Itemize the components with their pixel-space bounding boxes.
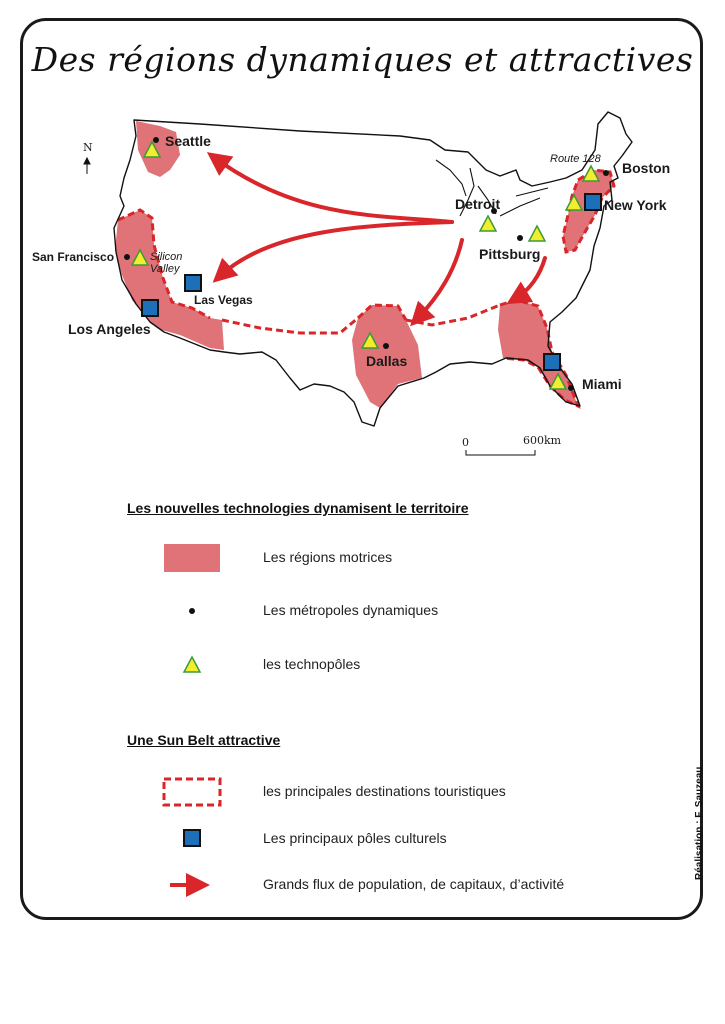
- legend-destinations: les principales destinations touristique…: [263, 783, 506, 799]
- technopole-silicon-valley: [130, 248, 150, 266]
- flow-to-texas: [410, 238, 464, 327]
- technopole-detroit: [478, 214, 498, 232]
- legend-regions-motrices: Les régions motrices: [263, 549, 393, 565]
- metro-dallas-dot: [383, 343, 389, 349]
- flow-to-seattle: [206, 152, 454, 224]
- legend-technopole-triangle: [182, 655, 202, 673]
- scale-zero: 0: [462, 436, 469, 449]
- label-new-york: New York: [604, 197, 667, 213]
- culture-los-angeles: [141, 299, 159, 317]
- tourism-florida: [499, 298, 581, 409]
- label-dallas: Dallas: [366, 353, 407, 369]
- label-seattle: Seattle: [165, 133, 211, 149]
- legend-region-swatch: [164, 544, 220, 572]
- technopole-miami: [548, 372, 568, 390]
- metro-pittsburg-dot: [517, 235, 523, 241]
- scale-distance: 600km: [523, 434, 562, 447]
- metro-seattle-dot: [153, 137, 159, 143]
- label-san-francisco: San Francisco: [32, 250, 114, 264]
- technopole-dallas: [360, 331, 380, 349]
- legend-tourism-swatch: [162, 777, 222, 807]
- technopole-route-128: [581, 164, 601, 182]
- label-pittsburg: Pittsburg: [479, 246, 540, 262]
- region-florida: [498, 300, 578, 406]
- culture-las-vegas: [184, 274, 202, 292]
- scale-bar: 0 600km: [462, 434, 562, 456]
- label-detroit: Detroit: [455, 196, 500, 212]
- technopole-pittsburg: [527, 224, 547, 242]
- label-silicon: Silicon: [150, 251, 182, 263]
- metro-miami-dot: [568, 385, 574, 391]
- cultural-poles: [141, 193, 602, 371]
- label-boston: Boston: [622, 160, 670, 176]
- great-lakes: [435, 159, 549, 217]
- flow-to-florida: [506, 256, 547, 305]
- legend-metropole-dot: [189, 608, 195, 614]
- legend-technopoles: les technopôles: [263, 656, 361, 672]
- technopole-seattle: [142, 140, 162, 158]
- label-los-angeles: Los Angeles: [68, 321, 151, 337]
- culture-new-york: [584, 193, 602, 211]
- legend-metropoles: Les métropoles dynamiques: [263, 602, 439, 618]
- north-arrow: N: [83, 141, 93, 174]
- legend-section2-title: Une Sun Belt attractive: [127, 732, 281, 748]
- map-title: Des régions dynamiques et attractives: [31, 40, 694, 79]
- north-arrow-icon: [83, 156, 91, 174]
- culture-miami: [543, 353, 561, 371]
- legend-culture-square: [183, 829, 201, 847]
- flow-to-california: [212, 220, 454, 283]
- legend-flux: Grands flux de population, de capitaux, …: [263, 876, 565, 892]
- legend-poles-culturels: Les principaux pôles culturels: [263, 830, 447, 846]
- metro-san-francisco-dot: [124, 254, 130, 260]
- tourism-northeast: [561, 168, 616, 254]
- author-credit: Réalisation : F. Sauzeau: [694, 766, 705, 880]
- label-valley: Valley: [150, 263, 181, 275]
- technopoles: [130, 140, 601, 390]
- region-texas: [352, 305, 422, 408]
- region-seattle: [136, 121, 180, 177]
- usa-outline: [113, 111, 633, 427]
- metro-boston-dot: [603, 170, 609, 176]
- legend-section1-title: Les nouvelles technologies dynamisent le…: [127, 500, 469, 516]
- north-label: N: [83, 141, 93, 154]
- regions-motrices: [115, 121, 614, 408]
- label-las-vegas: Las Vegas: [194, 293, 253, 307]
- population-flows: [206, 152, 547, 327]
- tourism-california: [117, 208, 211, 320]
- technopole-new-york: [564, 193, 584, 211]
- region-california: [115, 210, 224, 350]
- metro-detroit-dot: [491, 208, 497, 214]
- label-miami: Miami: [582, 376, 622, 392]
- label-route-128: Route 128: [550, 153, 602, 165]
- metropoles: [124, 137, 609, 391]
